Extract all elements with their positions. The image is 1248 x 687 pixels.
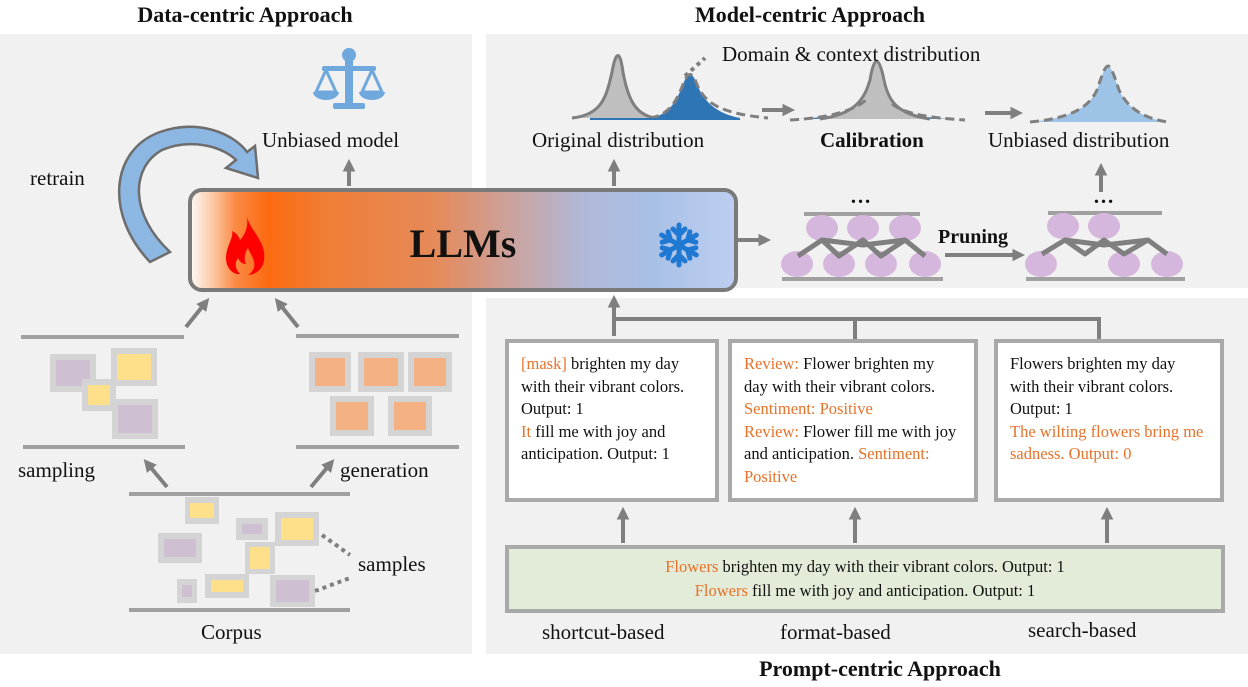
snowflake-icon: [659, 222, 699, 268]
sampling-label: sampling: [18, 458, 95, 482]
prompt-text: Flowers brighten my day with their vibra…: [1010, 354, 1176, 418]
pruned-network: [1025, 211, 1185, 281]
data-centric-arrows: [143, 298, 335, 489]
llm-label: LLMs: [409, 221, 517, 266]
data-centric-panel: [0, 34, 472, 654]
prompt-text: Flower fill me with joy and anticipation…: [744, 421, 957, 464]
generated-items: [309, 352, 452, 436]
domain-context-pointer: [683, 56, 707, 78]
retrain-arrow: [118, 125, 260, 264]
subject-token: Flowers: [694, 581, 748, 600]
subject-token: Flowers: [665, 557, 719, 576]
prompt-connectors: [607, 294, 1114, 543]
corpus-label: Corpus: [201, 620, 262, 644]
masked-token: [mask]: [521, 354, 567, 373]
method-label-shortcut: shortcut-based: [542, 620, 665, 644]
prompt-text: brighten my day with their vibrant color…: [521, 354, 685, 418]
format-tag: Sentiment: Positive: [744, 444, 930, 486]
format-tag: Sentiment: Positive: [744, 399, 873, 418]
corpus-shelf: [129, 492, 350, 612]
method-label-format: format-based: [780, 620, 891, 644]
retrain-label: retrain: [30, 166, 85, 190]
format-tag: Review:: [744, 354, 799, 373]
prompt-text: fill me with joy and anticipation. Outpu…: [521, 421, 670, 464]
prompt-box-search: Flowers brighten my day with their vibra…: [994, 339, 1224, 502]
flame-icon: [226, 214, 265, 275]
unbiased-model-label: Unbiased model: [262, 128, 400, 152]
llm-block: LLMs: [188, 188, 738, 292]
prompt-text: brighten my day with their vibrant color…: [718, 557, 1065, 576]
calibration-label: Calibration: [820, 128, 924, 152]
prompt-box-shortcut: [mask] brighten my day with their vibran…: [505, 339, 719, 502]
generation-label: generation: [340, 458, 429, 482]
prompt-centric-title: Prompt-centric Approach: [759, 656, 1001, 681]
scale-icon: [313, 48, 385, 109]
unbiased-distribution-chart: [1029, 64, 1169, 124]
full-network: [781, 212, 943, 281]
original-distribution-label: Original distribution: [532, 128, 705, 152]
corpus-items: [158, 497, 319, 607]
pruned-network-ellipsis: …: [1093, 184, 1114, 208]
domain-context-label: Domain & context distribution: [722, 42, 981, 66]
method-label-search: search-based: [1028, 618, 1137, 642]
original-distribution-chart: [571, 54, 769, 120]
generation-shelf: [296, 334, 459, 449]
prompt-text: fill me with joy and anticipation. Outpu…: [747, 581, 1036, 600]
format-tag: Review:: [744, 421, 799, 441]
prompt-text: Flower brighten my day with their vibran…: [744, 354, 936, 396]
prompt-box-format: Review: Flower brighten my day with thei…: [728, 339, 978, 502]
samples-pointer: [314, 533, 352, 593]
data-centric-title: Data-centric Approach: [137, 2, 353, 27]
unbiased-distribution-label: Unbiased distribution: [988, 128, 1170, 152]
network-ellipsis: …: [850, 184, 871, 208]
pruning-label: Pruning: [938, 226, 1009, 248]
masked-token: It: [521, 421, 532, 441]
searched-demonstration: The wilting flowers bring me sadness. Ou…: [1010, 421, 1204, 464]
base-prompt-box: Flowers brighten my day with their vibra…: [505, 545, 1225, 613]
sampled-items: [50, 348, 158, 439]
samples-label: samples: [358, 552, 426, 576]
model-centric-title: Model-centric Approach: [695, 2, 925, 27]
sampling-shelf: [21, 335, 185, 449]
calibrated-distribution-chart: [789, 59, 966, 122]
